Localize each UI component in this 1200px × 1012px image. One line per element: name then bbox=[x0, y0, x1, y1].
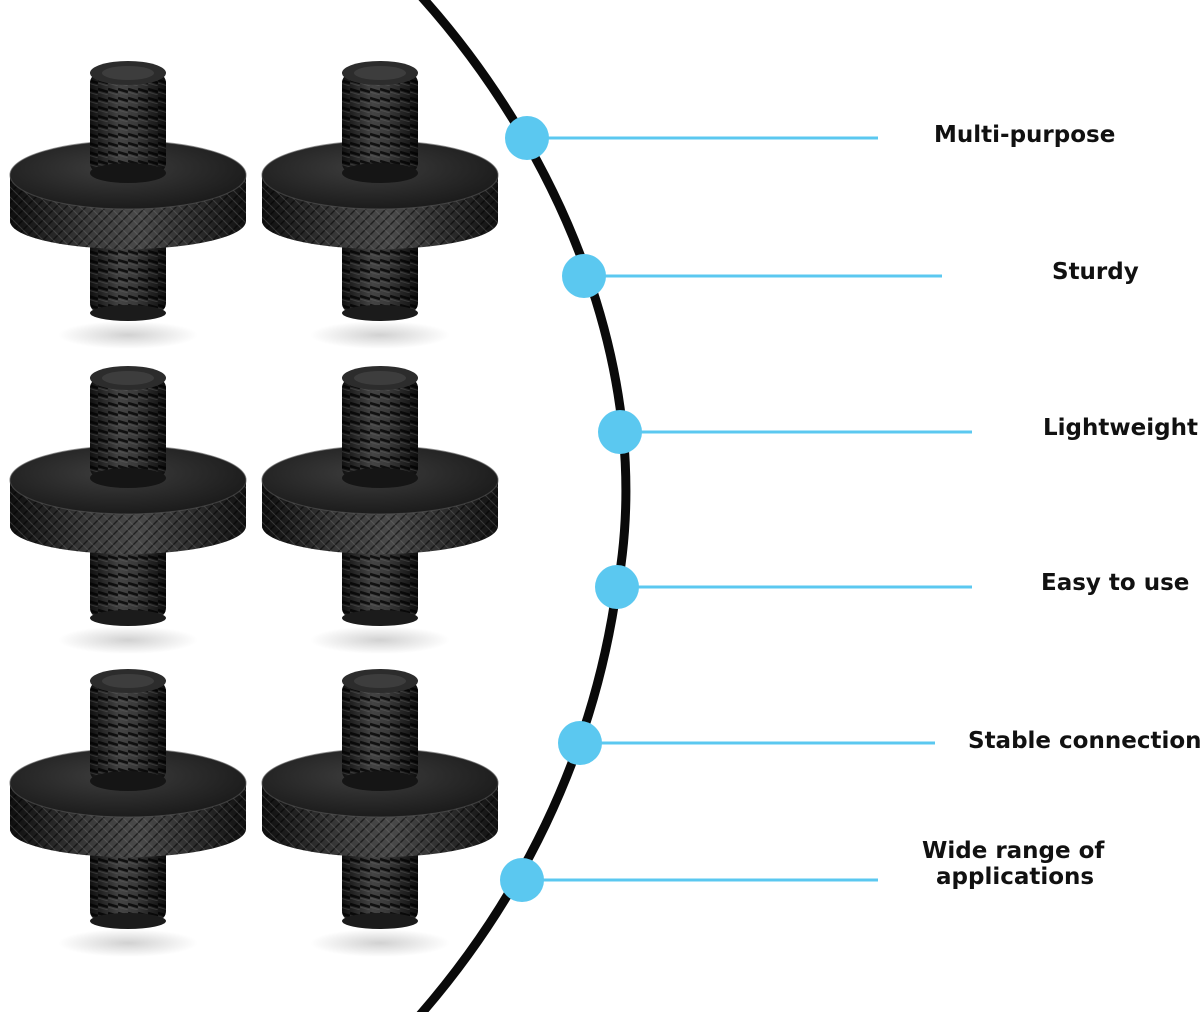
callout-wide-range bbox=[500, 858, 878, 902]
callout-dot-icon bbox=[598, 410, 642, 454]
screw-adapter-icon bbox=[9, 668, 247, 958]
callout-multi-purpose bbox=[505, 116, 878, 160]
feature-label-line: applications bbox=[936, 864, 1095, 891]
callout-dot-icon bbox=[562, 254, 606, 298]
feature-label-multi-purpose: Multi-purpose bbox=[934, 122, 1116, 148]
screw-adapter-icon bbox=[261, 60, 499, 350]
screw-adapter-icon bbox=[261, 668, 499, 958]
feature-label-wide-range: Wide range of applications bbox=[922, 838, 1122, 891]
callout-dot-icon bbox=[500, 858, 544, 902]
callout-dot-icon bbox=[558, 721, 602, 765]
callout-stable-connection bbox=[558, 721, 935, 765]
feature-label-easy-to-use: Easy to use bbox=[1041, 570, 1190, 596]
feature-label-line: Wide range of bbox=[922, 838, 1105, 864]
callout-dot-icon bbox=[595, 565, 639, 609]
screw-adapter-icon bbox=[261, 365, 499, 655]
callout-dot-icon bbox=[505, 116, 549, 160]
callout-sturdy bbox=[562, 254, 942, 298]
callouts bbox=[500, 116, 972, 902]
product-grid bbox=[9, 60, 499, 958]
screw-adapter-icon bbox=[9, 60, 247, 350]
feature-label-lightweight: Lightweight bbox=[1043, 415, 1198, 441]
feature-label-stable-connection: Stable connection bbox=[968, 728, 1200, 754]
callout-easy-to-use bbox=[595, 565, 972, 609]
callout-lightweight bbox=[598, 410, 972, 454]
feature-label-sturdy: Sturdy bbox=[1052, 259, 1139, 285]
screw-adapter-icon bbox=[9, 365, 247, 655]
